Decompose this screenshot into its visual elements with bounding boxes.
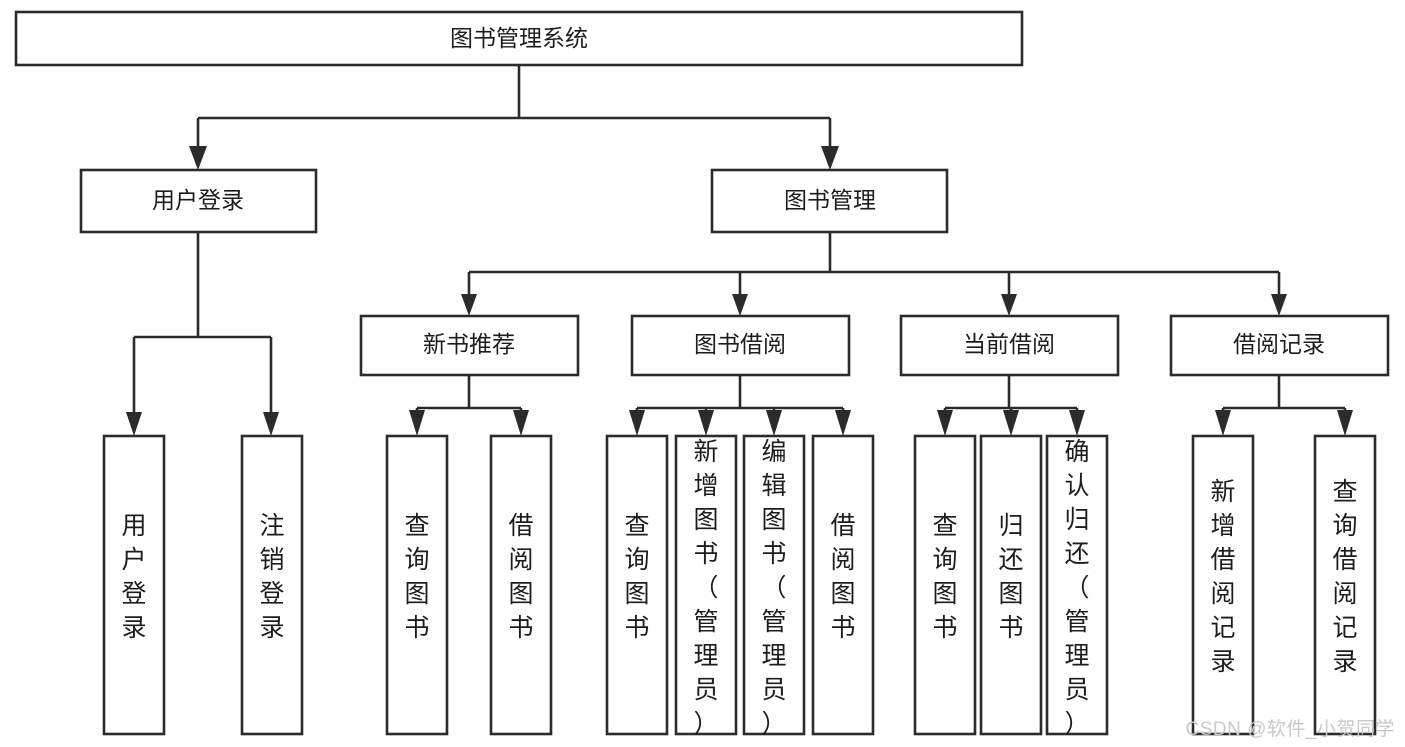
connector-group-book-mgmt: [461, 232, 1287, 316]
leaf-borrow-lend-box[interactable]: [811, 434, 875, 736]
leaf-borrow-query-label: 查询图书: [624, 512, 649, 642]
leaf-user-login[interactable]: 用户登录: [102, 434, 166, 736]
leaf-borrow-edit-label: 编辑图书（管理员）: [761, 438, 786, 738]
node-borrow-record-label: 借阅记录: [1233, 331, 1325, 357]
arrow-head-current-borrow: [1001, 294, 1017, 316]
node-user-login[interactable]: 用户登录: [79, 168, 318, 234]
leaf-cur-return-label: 归还图书: [998, 512, 1023, 642]
leaf-borrow-edit[interactable]: 编辑图书（管理员）: [742, 434, 806, 738]
leaf-rec-add-label: 新增借阅记录: [1210, 478, 1235, 676]
arrow-head-leaf-borrow-query: [629, 410, 645, 436]
arrow-head-borrow-record: [1271, 294, 1287, 316]
node-root-label: 图书管理系统: [450, 25, 588, 51]
leaf-cur-query-box[interactable]: [913, 434, 977, 736]
leaf-user-login-box[interactable]: [102, 434, 166, 736]
node-root[interactable]: 图书管理系统: [14, 10, 1024, 67]
node-new-book-rec-label: 新书推荐: [423, 331, 515, 357]
arrow-head-leaf-cur-confirm: [1069, 410, 1085, 436]
arrow-head-leaf-borrow-edit: [766, 410, 782, 436]
node-book-mgmt-label: 图书管理: [784, 187, 876, 213]
leaf-cur-confirm-label: 确认归还（管理员）: [1064, 438, 1089, 738]
connector-group-user-login: [126, 232, 279, 436]
leaf-rec-borrow-box[interactable]: [489, 434, 553, 736]
arrow-head-leaf-rec-query: [409, 410, 425, 436]
arrow-head-leaf-cur-query: [937, 410, 953, 436]
leaf-rec-search[interactable]: 查询借阅记录: [1313, 434, 1377, 736]
arrow-head-leaf-rec-add: [1215, 410, 1231, 436]
node-current-borrow-label: 当前借阅: [963, 331, 1055, 357]
node-book-borrow-label: 图书借阅: [694, 331, 786, 357]
arrow-head-user-login: [189, 146, 207, 170]
leaf-rec-query-label: 查询图书: [404, 512, 429, 642]
leaf-borrow-query-box[interactable]: [605, 434, 669, 736]
node-borrow-record-box[interactable]: [1169, 314, 1390, 377]
leaf-cur-confirm[interactable]: 确认归还（管理员）: [1045, 434, 1109, 738]
node-new-book-rec[interactable]: 新书推荐: [359, 314, 580, 377]
leaf-rec-search-label: 查询借阅记录: [1332, 478, 1357, 676]
leaf-rec-borrow-label: 借阅图书: [508, 512, 533, 642]
node-new-book-rec-box[interactable]: [359, 314, 580, 377]
node-book-mgmt-box[interactable]: [710, 168, 949, 234]
leaf-borrow-add[interactable]: 新增图书（管理员）: [674, 434, 738, 738]
connector-group-current-borrow: [937, 375, 1085, 436]
leaf-rec-query[interactable]: 查询图书: [385, 434, 449, 736]
leaf-borrow-add-box[interactable]: [674, 434, 738, 736]
leaf-cur-confirm-box[interactable]: [1045, 434, 1109, 736]
arrow-head-book-mgmt: [821, 146, 839, 170]
connector-group-book-borrow: [629, 375, 851, 436]
arrow-head-leaf-rec-borrow: [513, 410, 529, 436]
node-book-borrow-box[interactable]: [630, 314, 851, 377]
leaf-rec-add[interactable]: 新增借阅记录: [1191, 434, 1255, 736]
leaf-cur-return-box[interactable]: [979, 434, 1043, 736]
arrow-head-book-borrow: [732, 294, 748, 316]
leaf-borrow-edit-box[interactable]: [742, 434, 806, 736]
arrow-head-new-book-rec: [461, 294, 477, 316]
arrow-head-leaf-user-login: [126, 412, 142, 436]
leaf-logout-box[interactable]: [240, 434, 304, 736]
connector-group-root: [189, 65, 839, 170]
leaf-cur-query-label: 查询图书: [932, 512, 957, 642]
arrow-head-leaf-borrow-lend: [835, 410, 851, 436]
leaf-cur-query[interactable]: 查询图书: [913, 434, 977, 736]
leaf-rec-add-box[interactable]: [1191, 434, 1255, 736]
arrow-head-leaf-cur-return: [1003, 410, 1019, 436]
leaf-borrow-lend-label: 借阅图书: [830, 512, 855, 642]
arrow-head-leaf-logout: [263, 412, 279, 436]
leaf-user-login-label: 用户登录: [121, 512, 146, 642]
node-borrow-record[interactable]: 借阅记录: [1169, 314, 1390, 377]
leaf-borrow-query[interactable]: 查询图书: [605, 434, 669, 736]
leaf-rec-query-box[interactable]: [385, 434, 449, 736]
leaf-logout[interactable]: 注销登录: [240, 434, 304, 736]
node-root-box[interactable]: [14, 10, 1024, 67]
connector-group-new-book-rec: [409, 375, 529, 436]
arrow-head-leaf-borrow-add: [698, 410, 714, 436]
csdn-watermark: CSDN @软件_小贺同学: [1185, 719, 1395, 740]
node-current-borrow-box[interactable]: [899, 314, 1120, 377]
leaf-borrow-lend[interactable]: 借阅图书: [811, 434, 875, 736]
arrow-head-leaf-rec-search: [1337, 410, 1353, 436]
leaf-rec-borrow[interactable]: 借阅图书: [489, 434, 553, 736]
leaf-borrow-add-label: 新增图书（管理员）: [693, 438, 718, 738]
node-book-mgmt[interactable]: 图书管理: [710, 168, 949, 234]
connector-group-borrow-record: [1215, 375, 1353, 436]
leaf-rec-search-box[interactable]: [1313, 434, 1377, 736]
node-current-borrow[interactable]: 当前借阅: [899, 314, 1120, 377]
leaf-logout-label: 注销登录: [259, 512, 284, 642]
node-book-borrow[interactable]: 图书借阅: [630, 314, 851, 377]
node-user-login-box[interactable]: [79, 168, 318, 234]
leaf-cur-return[interactable]: 归还图书: [979, 434, 1043, 736]
node-user-login-label: 用户登录: [152, 187, 244, 213]
